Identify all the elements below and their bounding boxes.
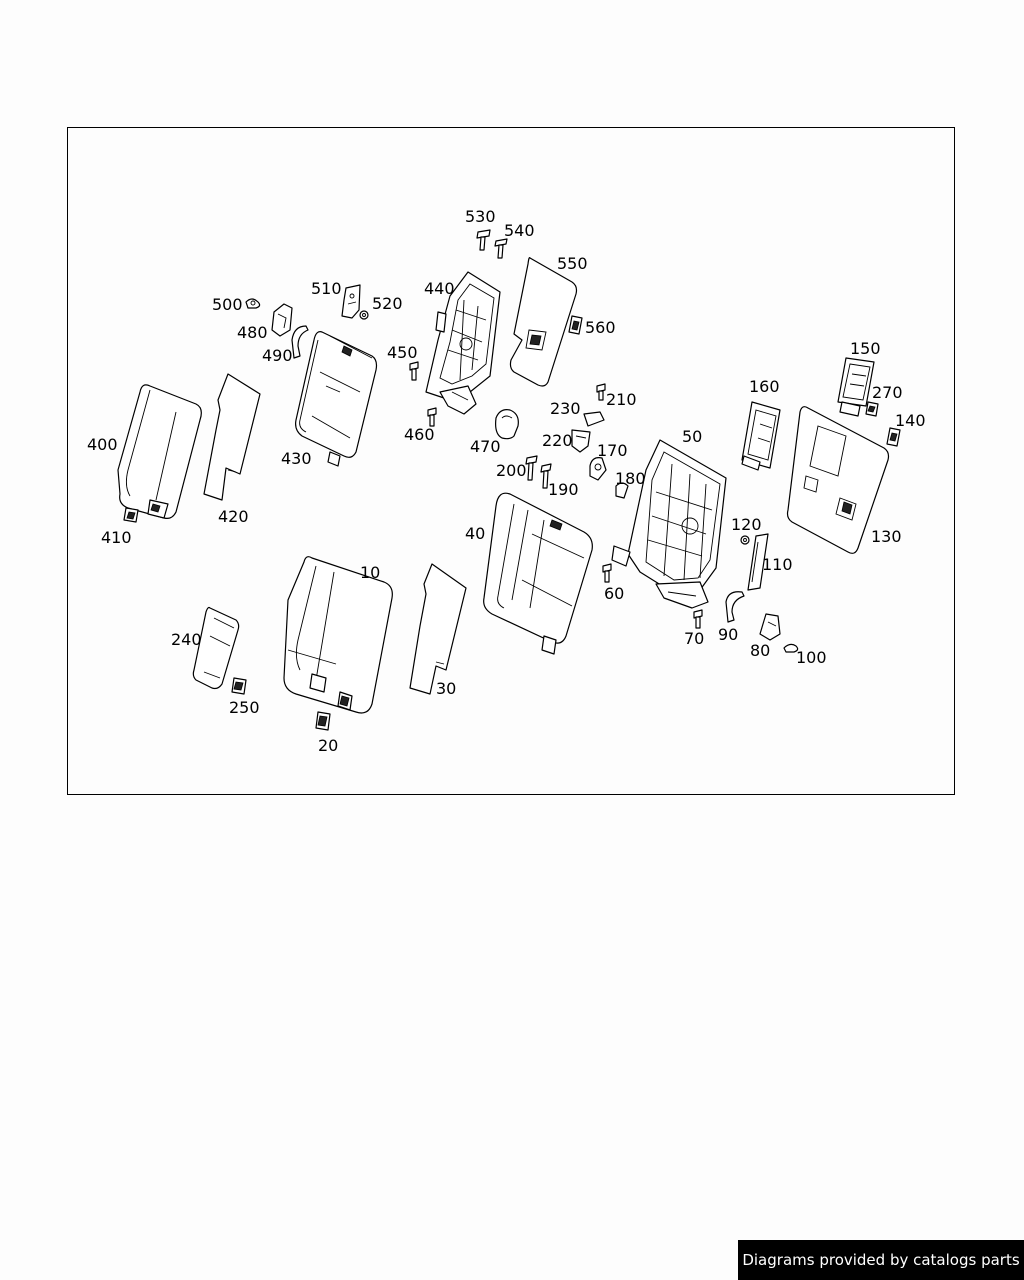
part-460-bolt[interactable] (427, 407, 437, 427)
part-270-clip[interactable] (865, 401, 879, 417)
callout-210[interactable]: 210 (606, 390, 637, 409)
callout-490[interactable]: 490 (262, 346, 293, 365)
part-480-hinge-cover[interactable] (271, 303, 293, 337)
part-150-module[interactable] (837, 357, 875, 417)
part-540-bolt[interactable] (494, 238, 508, 259)
part-30-pad[interactable] (409, 563, 467, 695)
part-100-clip[interactable] (783, 643, 799, 653)
callout-420[interactable]: 420 (218, 507, 249, 526)
part-60-bolt[interactable] (602, 563, 612, 583)
callout-90[interactable]: 90 (718, 625, 738, 644)
callout-240[interactable]: 240 (171, 630, 202, 649)
part-530-bolt[interactable] (476, 229, 491, 251)
callout-140[interactable]: 140 (895, 411, 926, 430)
part-140-clip[interactable] (886, 427, 901, 447)
callout-460[interactable]: 460 (404, 425, 435, 444)
part-170-hinge[interactable] (589, 457, 607, 481)
callout-170[interactable]: 170 (597, 441, 628, 460)
part-450-bolt[interactable] (409, 361, 419, 381)
callout-470[interactable]: 470 (470, 437, 501, 456)
part-20-clip[interactable] (315, 711, 331, 731)
part-160-bracket[interactable] (741, 401, 781, 471)
callout-510[interactable]: 510 (311, 279, 342, 298)
part-210-bolt[interactable] (596, 383, 606, 401)
callout-80[interactable]: 80 (750, 641, 770, 660)
part-120-washer[interactable] (740, 535, 750, 545)
part-70-bolt[interactable] (693, 609, 703, 629)
part-40-backrest-upholstery[interactable] (483, 492, 593, 655)
callout-40[interactable]: 40 (465, 524, 485, 543)
callout-120[interactable]: 120 (731, 515, 762, 534)
part-180-cap[interactable] (615, 482, 629, 499)
callout-20[interactable]: 20 (318, 736, 338, 755)
part-520-nut[interactable] (359, 310, 369, 320)
callout-500[interactable]: 500 (212, 295, 243, 314)
part-250-bracket[interactable] (231, 677, 247, 695)
part-410-clip[interactable] (123, 507, 139, 523)
callout-560[interactable]: 560 (585, 318, 616, 337)
part-470-round-cover[interactable] (495, 409, 519, 440)
callout-10[interactable]: 10 (360, 563, 380, 582)
part-420-pad[interactable] (203, 373, 261, 501)
callout-450[interactable]: 450 (387, 343, 418, 362)
callout-150[interactable]: 150 (850, 339, 881, 358)
callout-70[interactable]: 70 (684, 629, 704, 648)
part-510-bracket[interactable] (341, 284, 361, 319)
part-560-clip[interactable] (568, 315, 583, 335)
part-550-back-panel[interactable] (509, 257, 578, 387)
callout-190[interactable]: 190 (548, 480, 579, 499)
callout-160[interactable]: 160 (749, 377, 780, 396)
part-500-clip[interactable] (245, 298, 261, 309)
part-130-back-panel[interactable] (786, 406, 890, 554)
callout-430[interactable]: 430 (281, 449, 312, 468)
part-80-hinge-cover[interactable] (759, 613, 781, 641)
callout-480[interactable]: 480 (237, 323, 268, 342)
callout-180[interactable]: 180 (615, 469, 646, 488)
callout-550[interactable]: 550 (557, 254, 588, 273)
part-430-backrest-upholstery[interactable] (295, 331, 378, 467)
callout-220[interactable]: 220 (542, 431, 573, 450)
callout-100[interactable]: 100 (796, 648, 827, 667)
callout-410[interactable]: 410 (101, 528, 132, 547)
part-400-backrest-upholstery[interactable] (117, 384, 202, 519)
callout-520[interactable]: 520 (372, 294, 403, 313)
callout-30[interactable]: 30 (436, 679, 456, 698)
callout-110[interactable]: 110 (762, 555, 793, 574)
part-50-backrest-frame[interactable] (611, 439, 727, 609)
part-440-backrest-frame[interactable] (425, 271, 501, 415)
callout-250[interactable]: 250 (229, 698, 260, 717)
callout-200[interactable]: 200 (496, 461, 527, 480)
credit-badge: Diagrams provided by catalogs parts (738, 1240, 1024, 1280)
callout-50[interactable]: 50 (682, 427, 702, 446)
part-190-bolt[interactable] (540, 463, 552, 489)
callout-400[interactable]: 400 (87, 435, 118, 454)
callout-270[interactable]: 270 (872, 383, 903, 402)
callout-230[interactable]: 230 (550, 399, 581, 418)
part-10-seat-upholstery[interactable] (283, 556, 393, 714)
part-230-cover[interactable] (583, 411, 605, 427)
callout-labels: 530 540 550 500 510 520 440 560 480 490 450 150 160 2… (87, 207, 926, 755)
diagram-frame (67, 127, 955, 795)
callout-540[interactable]: 540 (504, 221, 535, 240)
part-220-latch[interactable] (571, 429, 591, 453)
callout-530[interactable]: 530 (465, 207, 496, 226)
callout-440[interactable]: 440 (424, 279, 455, 298)
part-490-hook[interactable] (291, 325, 309, 359)
part-200-bolt[interactable] (525, 455, 538, 481)
part-110-handle[interactable] (747, 533, 769, 591)
callout-60[interactable]: 60 (604, 584, 624, 603)
part-240-armrest[interactable] (192, 606, 240, 690)
callout-130[interactable]: 130 (871, 527, 902, 546)
part-90-hook[interactable] (725, 591, 745, 623)
